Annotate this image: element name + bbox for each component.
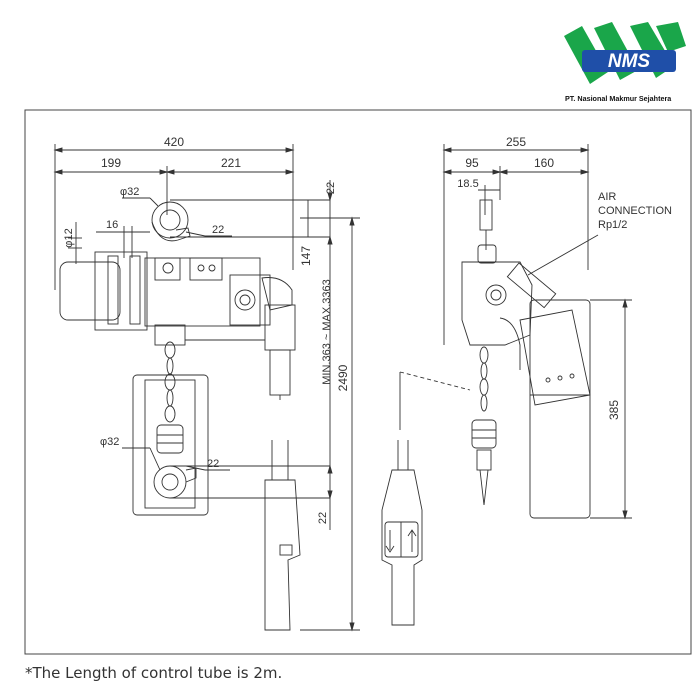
- dim-hook-bottom-diameter: φ32: [100, 436, 119, 448]
- dim-hook-bottom-offset: 22: [207, 458, 219, 470]
- dim-pin-diameter: φ12: [63, 228, 75, 247]
- dim-hook-bottom-clearance: 22: [317, 512, 329, 524]
- nms-logo: NMS: [564, 22, 686, 84]
- air-connection-line-1: AIR: [598, 191, 616, 203]
- dim-side-right-width: 160: [534, 156, 554, 170]
- dim-upper-height: 147: [299, 246, 313, 266]
- side-view: [381, 144, 632, 626]
- dim-side-total-width: 255: [506, 135, 526, 149]
- dim-front-left-width: 199: [101, 156, 121, 170]
- front-view: [53, 144, 360, 632]
- dim-total-length: 2490: [336, 364, 350, 391]
- dim-side-hook-offset: 18.5: [457, 178, 478, 190]
- logo-letters: NMS: [608, 51, 651, 72]
- dim-side-left-width: 95: [465, 156, 479, 170]
- footnote: *The Length of control tube is 2m.: [25, 664, 283, 682]
- company-name: PT. Nasional Makmur Sejahtera: [565, 94, 672, 103]
- air-connection-line-2: CONNECTION: [598, 205, 672, 217]
- dim-frame-width: 16: [106, 219, 118, 231]
- dim-front-right-width: 221: [221, 156, 241, 170]
- dim-control-height: 385: [607, 400, 621, 420]
- dim-lift-range: MIN.363 ~ MAX.3363: [321, 279, 333, 384]
- dim-hook-top-clearance: 22: [325, 182, 337, 194]
- air-connection-line-3: Rp1/2: [598, 219, 627, 231]
- dim-hook-top-diameter: φ32: [120, 186, 139, 198]
- logo-blue-band: [582, 50, 676, 72]
- dim-hook-top-offset: 22: [212, 224, 224, 236]
- drawing-frame: [24, 109, 692, 655]
- dim-front-total-width: 420: [164, 135, 184, 149]
- logo-green-shape-tail: [656, 22, 686, 52]
